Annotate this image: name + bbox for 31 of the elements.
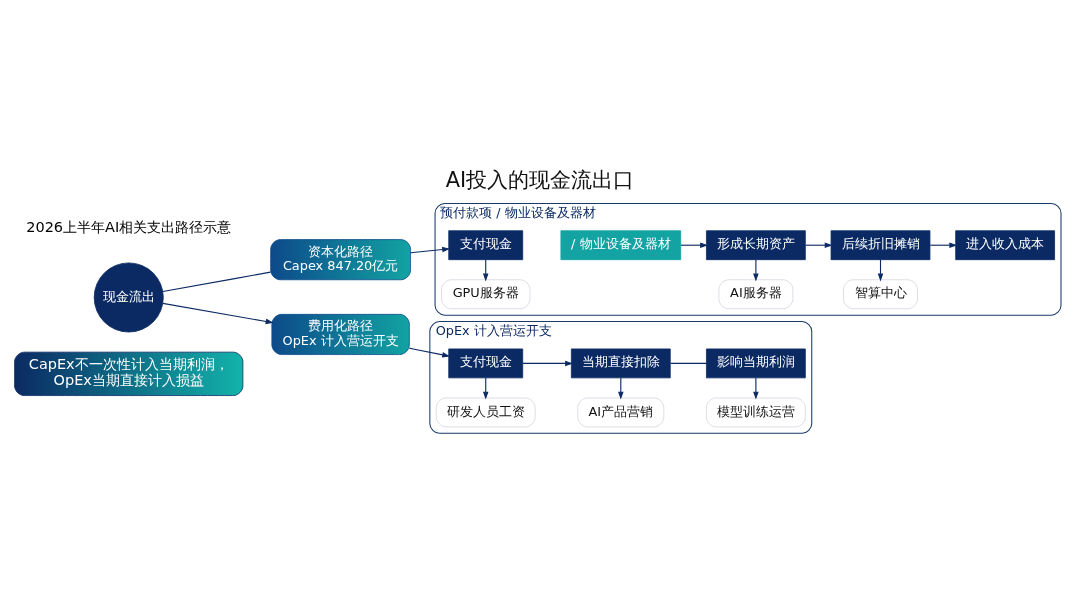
arrow — [408, 347, 451, 358]
label: 2026上半年AI相关支出路径示意 — [26, 218, 232, 235]
node-box: 影响当期利润 — [706, 348, 806, 379]
node-box: 模型训练运营 — [706, 397, 806, 428]
arrow — [753, 377, 759, 400]
node-box: 研发人员工资 — [435, 397, 536, 428]
node-circle: 现金流出 — [93, 262, 164, 333]
connector — [162, 271, 272, 293]
arrow — [162, 302, 274, 325]
node-box: AI服务器 — [718, 279, 794, 310]
node-box: 资本化路径 Capex 847.20亿元 — [270, 239, 411, 281]
arrow — [410, 246, 451, 254]
node-box: 支付现金 — [448, 230, 524, 261]
node-box: 费用化路径 OpEx 计入营运开支 — [271, 313, 410, 355]
node-box: GPU服务器 — [441, 279, 531, 310]
node-box: 智算中心 — [843, 279, 918, 310]
arrow — [680, 242, 709, 248]
diagram-title: AI投入的现金流出口 — [445, 168, 635, 193]
arrow — [929, 242, 958, 248]
node-box: CapEx不一次性计入当期利润，OpEx当期直接计入损益 — [14, 351, 244, 396]
arrow — [753, 259, 759, 282]
node-box: 后续折旧摊销 — [830, 230, 931, 261]
arrow — [522, 360, 574, 367]
node-box: AI产品营销 — [577, 397, 665, 428]
node-box: / 物业设备及器材 — [560, 230, 682, 261]
arrow — [805, 242, 833, 248]
node-box: 进入收入成本 — [955, 230, 1055, 261]
connector — [670, 362, 707, 364]
node-box: 形成长期资产 — [706, 230, 806, 261]
node-box: 当期直接扣除 — [570, 348, 671, 379]
node-box: 支付现金 — [448, 348, 524, 379]
